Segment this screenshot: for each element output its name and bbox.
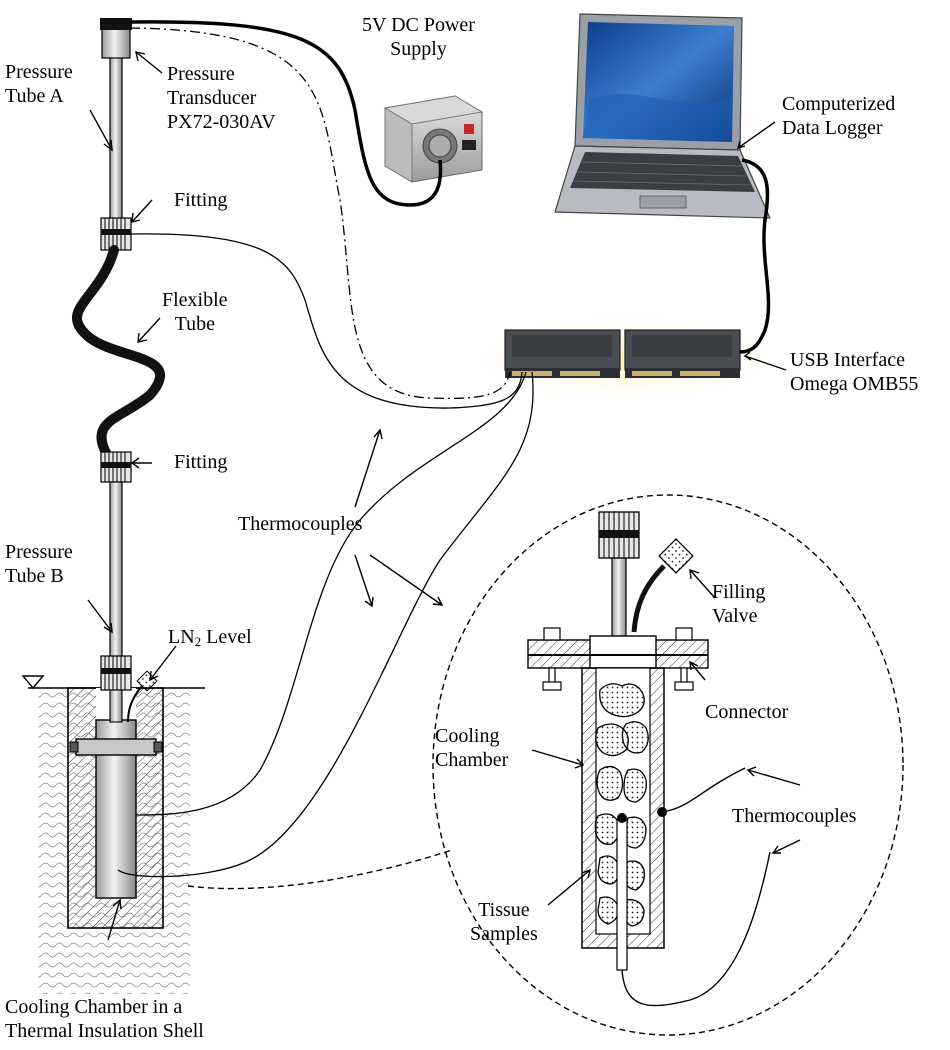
label-ln2-level: LN2 Level xyxy=(168,626,252,649)
cables xyxy=(117,20,771,878)
power-supply xyxy=(383,95,484,183)
label-data-logger: Computerized Data Logger xyxy=(782,93,896,139)
label-tissue-samples: Tissue Samples xyxy=(470,899,538,945)
label-connector: Connector xyxy=(705,701,789,723)
label-cooling-chamber-detail: Cooling Chamber xyxy=(435,725,509,771)
label-power-supply: 5V DC Power Supply xyxy=(362,14,475,60)
liquid-level-triangle-icon xyxy=(21,675,45,690)
cooling-chamber-small xyxy=(69,719,163,899)
filling-valve-icon xyxy=(658,538,694,574)
usb-interface xyxy=(485,318,765,398)
detail-chamber xyxy=(527,511,771,1007)
label-fitting-bottom: Fitting xyxy=(174,451,228,473)
label-thermocouples-main: Thermocouples xyxy=(238,513,363,535)
pressure-transducer xyxy=(100,18,132,59)
fitting-chamber xyxy=(100,655,158,723)
label-flexible-tube: Flexible Tube xyxy=(162,289,228,335)
label-cooling-chamber-shell: Cooling Chamber in a Thermal Insulation … xyxy=(5,996,204,1042)
flexible-tube xyxy=(72,245,165,465)
label-pressure-transducer: Pressure Transducer PX72-030AV xyxy=(167,63,276,133)
tissue-samples xyxy=(594,683,649,927)
fitting-bottom xyxy=(100,451,132,483)
small-filling-valve-icon xyxy=(136,670,158,692)
label-filling-valve: Filling Valve xyxy=(712,581,766,627)
label-pressure-tube-a: Pressure Tube A xyxy=(5,61,73,107)
label-pressure-tube-b: Pressure Tube B xyxy=(5,541,73,587)
label-fitting-top: Fitting xyxy=(174,189,228,211)
label-usb-interface: USB Interface Omega OMB55 xyxy=(790,349,919,395)
laptop-data-logger xyxy=(554,13,771,219)
detail-callout xyxy=(187,494,904,1036)
fitting-top xyxy=(100,217,132,251)
label-thermocouples-detail: Thermocouples xyxy=(732,805,857,827)
pressure-tube-a xyxy=(109,55,123,221)
leader-arrows xyxy=(87,51,801,941)
